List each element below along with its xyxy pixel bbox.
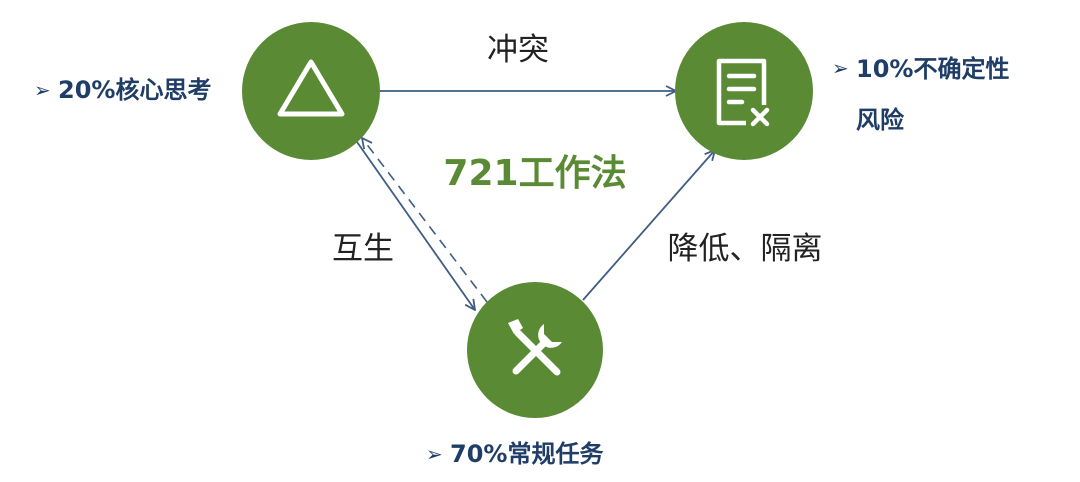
edge-label-conflict: 冲突: [487, 32, 549, 68]
edge-tasks-to-thinking-dashed: [362, 138, 488, 303]
document-x-icon: [716, 58, 770, 127]
edge-label-mutual: 互生: [332, 231, 394, 267]
edge-tasks-to-risk: [582, 150, 715, 301]
node-thinking: [242, 22, 380, 160]
tools-icon: [508, 319, 562, 376]
node-label-risk-line2: 风险: [856, 106, 905, 134]
edge-thinking-to-tasks: [349, 131, 475, 310]
edge-label-reduce-isolate: 降低、隔离: [668, 231, 823, 267]
bullet-risk: ➢: [832, 56, 849, 80]
node-label-risk-line1: 10%不确定性: [856, 55, 1009, 83]
node-tasks: [467, 282, 603, 418]
bullet-thinking: ➢: [34, 78, 51, 102]
node-label-thinking: 20%核心思考: [58, 76, 211, 104]
node-label-tasks: 70%常规任务: [450, 440, 604, 468]
diagram-title: 721工作法: [443, 153, 626, 194]
bullet-tasks: ➢: [426, 442, 443, 466]
node-risk: [675, 22, 813, 160]
triangle-icon: [277, 59, 345, 117]
